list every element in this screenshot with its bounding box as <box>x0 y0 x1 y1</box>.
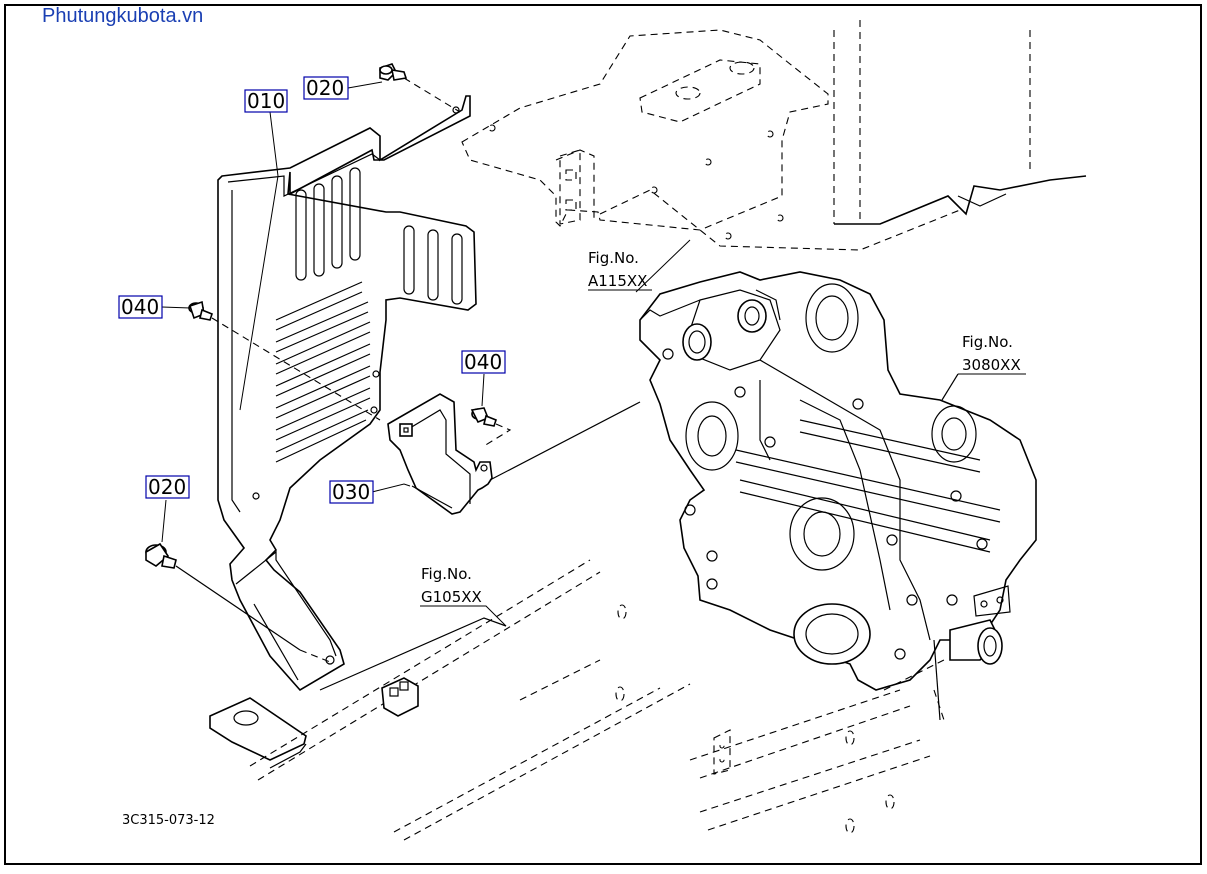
label-040-left-text: 040 <box>121 295 159 319</box>
label-010[interactable]: 010 <box>244 89 288 113</box>
leader-010 <box>239 111 279 411</box>
label-020-top[interactable]: 020 <box>303 76 349 100</box>
leader-030-to-engine <box>489 401 641 481</box>
figref-a115-line1: Fig.No. <box>588 249 639 267</box>
frame-rails-g105 <box>209 559 945 841</box>
drawing-id: 3C315-073-12 <box>122 813 215 828</box>
leader-a115 <box>635 239 691 293</box>
label-020-top-text: 020 <box>306 76 344 100</box>
cover-panel-010[interactable] <box>217 95 477 692</box>
small-bracket-030[interactable] <box>387 393 493 515</box>
label-020-bottom[interactable]: 020 <box>145 475 190 499</box>
bolt-040-left[interactable] <box>188 300 213 321</box>
bolt-020-top[interactable] <box>379 63 408 81</box>
label-040-right[interactable]: 040 <box>461 350 506 374</box>
bolt-020-bottom[interactable] <box>145 542 177 569</box>
figref-g105-line1: Fig.No. <box>421 565 472 583</box>
engine-gear-case-3080 <box>639 271 1037 691</box>
leader-040-right <box>481 373 485 407</box>
figref-g105-line2: G105XX <box>421 588 482 606</box>
label-030-text: 030 <box>332 480 370 504</box>
figref-3080[interactable]: Fig.No. 3080XX <box>958 333 1026 375</box>
bracket-a115-outline <box>461 20 1087 251</box>
clip-nut <box>381 677 419 717</box>
leader-020-top <box>347 81 383 89</box>
label-030[interactable]: 030 <box>329 480 374 504</box>
engine-bolt-line <box>933 639 941 721</box>
leader-020-bottom-b <box>299 649 331 663</box>
bolt-040-right[interactable] <box>470 407 497 427</box>
leader-040-left-bolt <box>211 317 381 421</box>
label-010-text: 010 <box>247 89 285 113</box>
leader-030 <box>371 483 411 493</box>
drawing-border <box>4 4 1202 865</box>
figref-3080-line1: Fig.No. <box>962 333 1013 351</box>
label-040-right-text: 040 <box>464 350 502 374</box>
figref-a115-line2: A115XX <box>588 272 647 290</box>
leader-020-bottom <box>161 499 167 543</box>
leader-040-right-bolt <box>483 423 512 447</box>
site-watermark[interactable]: Phutungkubota.vn <box>42 5 203 27</box>
figref-3080-line2: 3080XX <box>962 356 1021 374</box>
leader-020-bottom-a <box>175 565 301 651</box>
label-040-left[interactable]: 040 <box>118 295 163 319</box>
figref-g105[interactable]: Fig.No. G105XX <box>420 565 507 627</box>
figref-a115[interactable]: Fig.No. A115XX <box>588 249 652 291</box>
leader-040-left <box>161 306 191 309</box>
leader-3080 <box>941 373 959 401</box>
leader-020-top-bolt <box>403 77 461 113</box>
leader-g105 <box>319 617 507 691</box>
label-020-bottom-text: 020 <box>148 475 186 499</box>
